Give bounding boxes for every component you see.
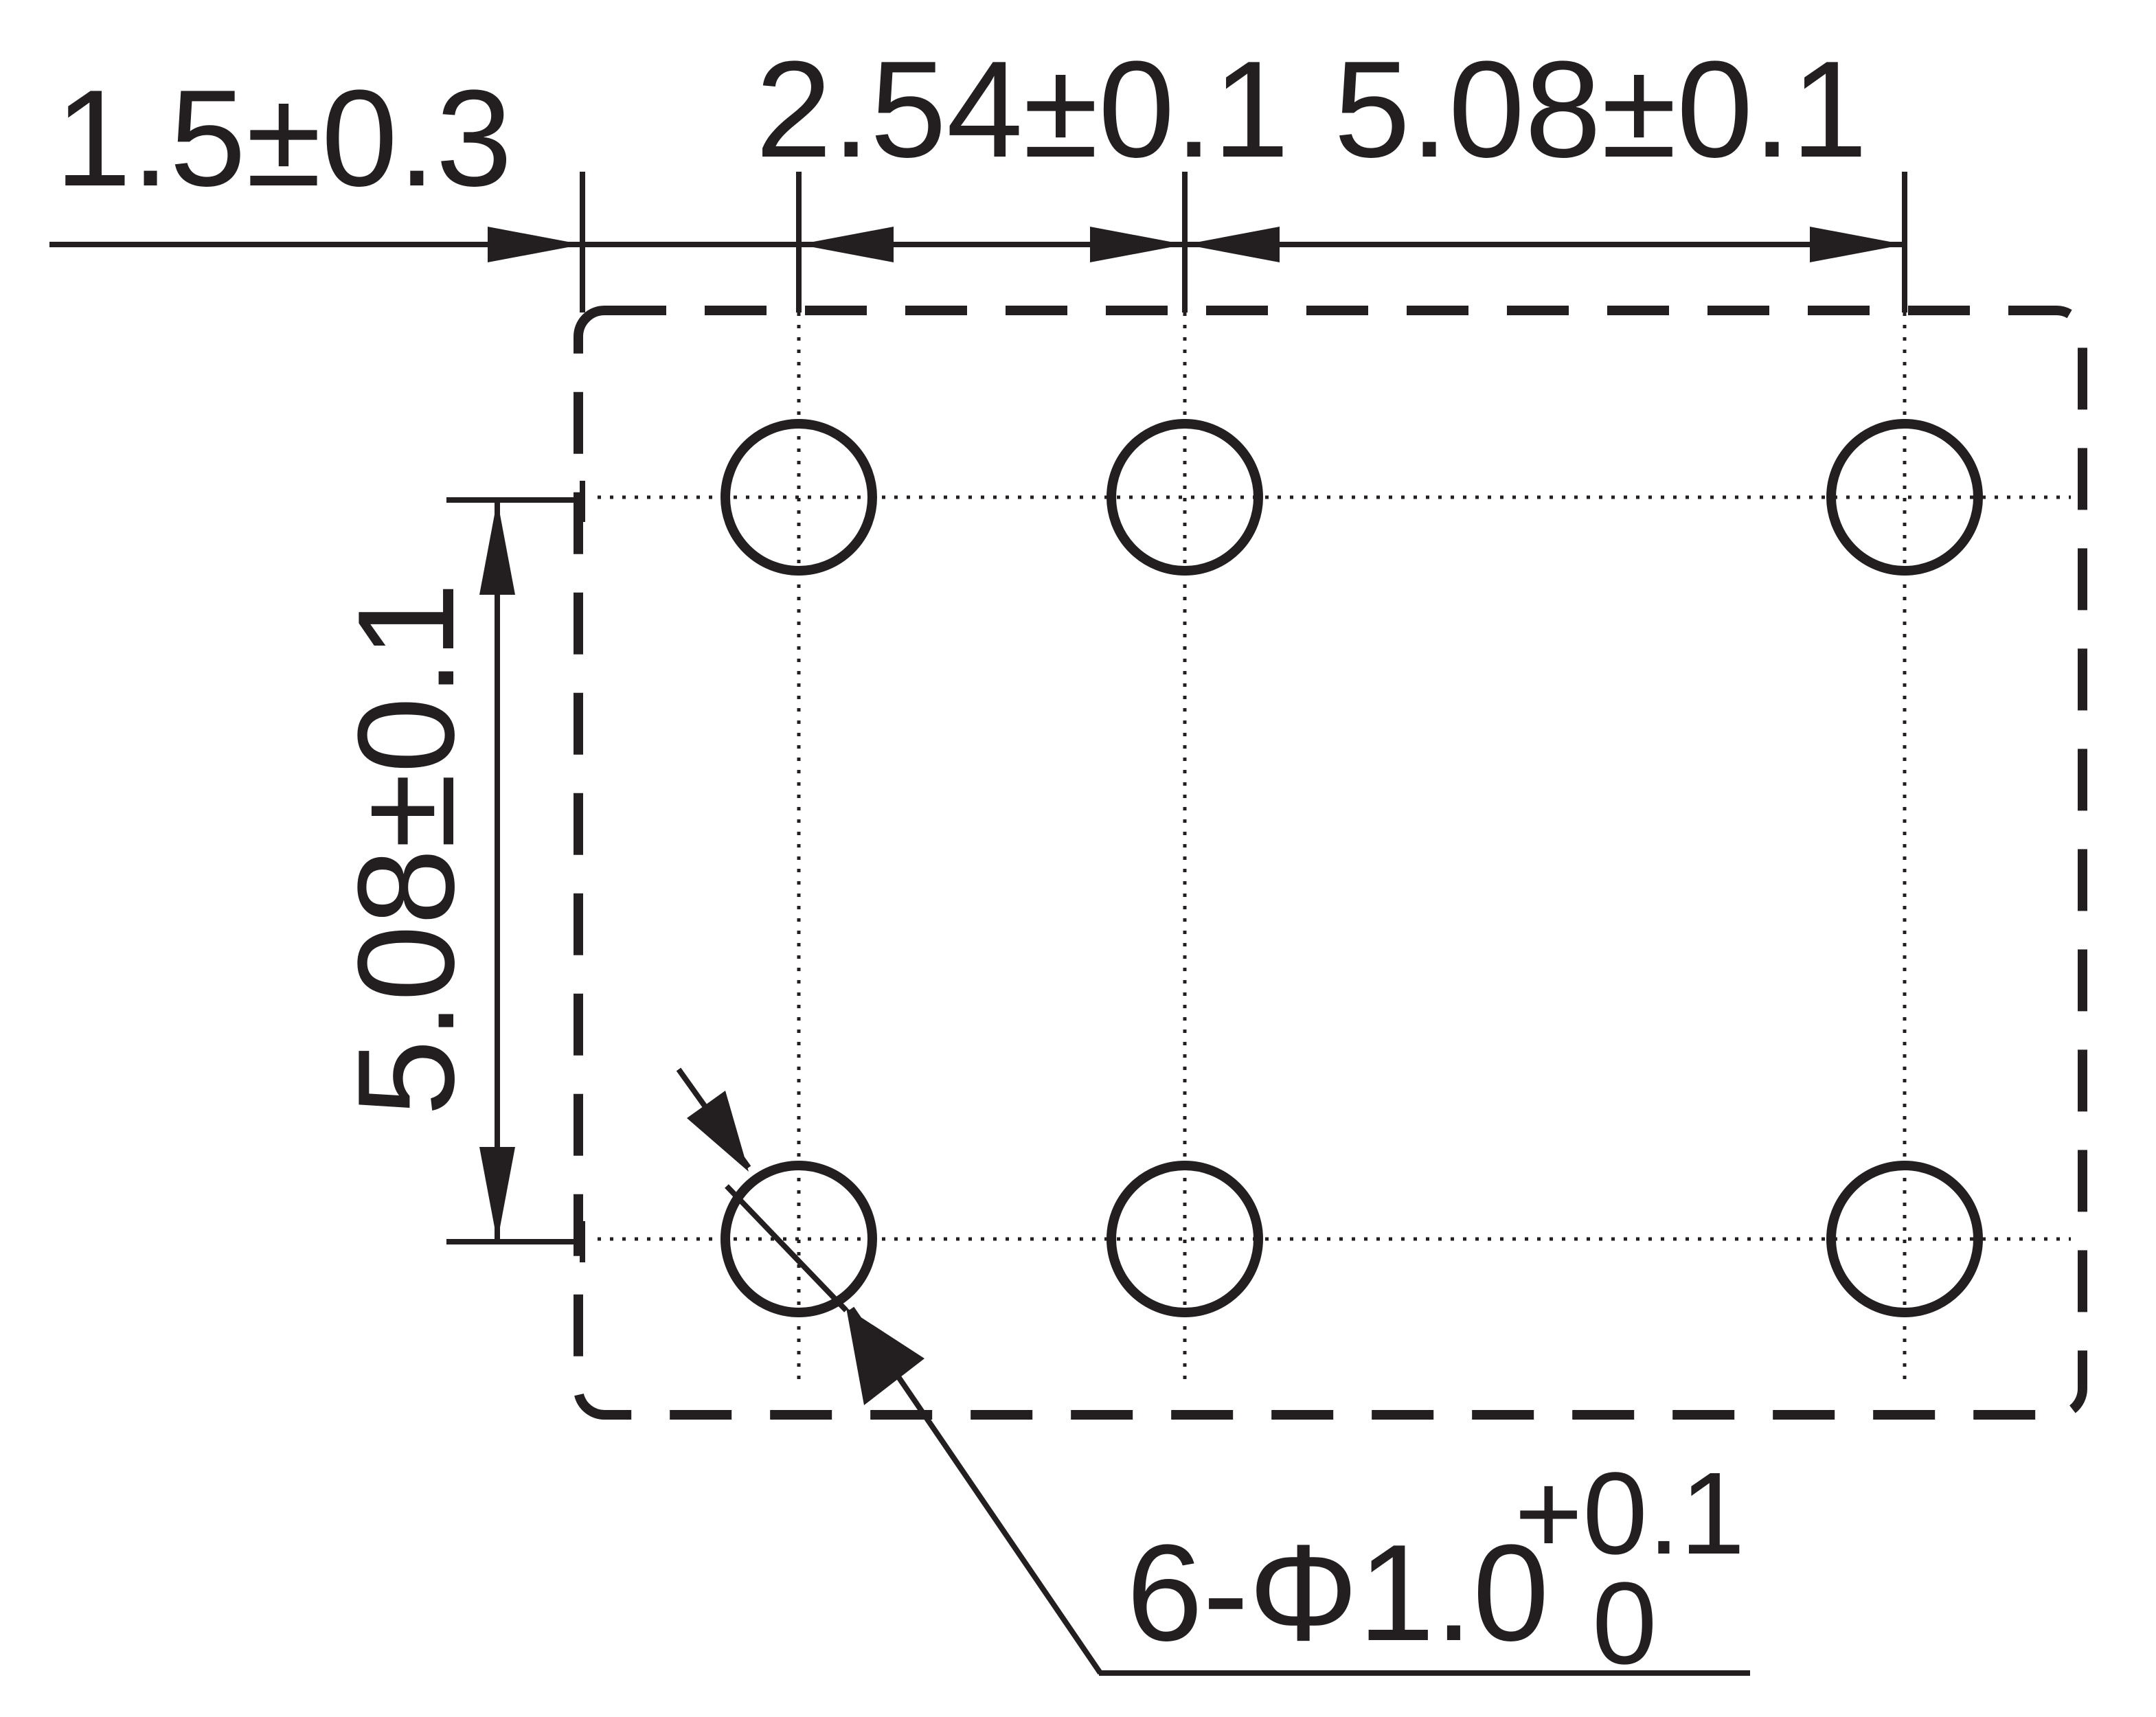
hole-1 <box>720 419 877 576</box>
arrow-diameter-upper <box>687 1091 749 1172</box>
label-hole-callout: 6-Φ1.0 <box>1126 1516 1549 1670</box>
label-pitch-large: 5.08±0.1 <box>1334 33 1868 186</box>
hole-2 <box>1107 419 1263 576</box>
hole-3 <box>1826 419 1983 576</box>
arrow-diameter-lower <box>846 1308 924 1405</box>
hole-5 <box>1107 1161 1263 1317</box>
arrow-row-top <box>479 500 515 595</box>
component-outline <box>574 306 2087 1420</box>
hole-diameter-leader <box>676 1067 1750 1676</box>
hole-6 <box>1826 1161 1983 1317</box>
holes <box>720 419 1983 1317</box>
hole-4 <box>720 1161 877 1317</box>
top-dimension-chain <box>49 172 1907 312</box>
label-hole-upper-tolerance: +0.1 <box>1514 1448 1745 1579</box>
arrow-pitch-small-right <box>1090 227 1185 262</box>
label-hole-lower-tolerance: 0 <box>1592 1558 1657 1689</box>
arrow-pitch-large-right <box>1810 227 1905 262</box>
leader-line-through-hole <box>725 1184 848 1312</box>
label-edge-offset: 1.5±0.3 <box>55 62 512 215</box>
label-row-pitch: 5.08±0.1 <box>330 582 483 1116</box>
label-pitch-small: 2.54±0.1 <box>756 33 1289 186</box>
arrow-edge-offset <box>488 227 582 262</box>
left-dimension <box>446 481 585 1262</box>
arrow-row-bottom <box>479 1147 515 1242</box>
arrow-pitch-small-left <box>799 227 894 262</box>
arrow-pitch-large-left <box>1185 227 1280 262</box>
center-lines <box>598 312 2071 1380</box>
